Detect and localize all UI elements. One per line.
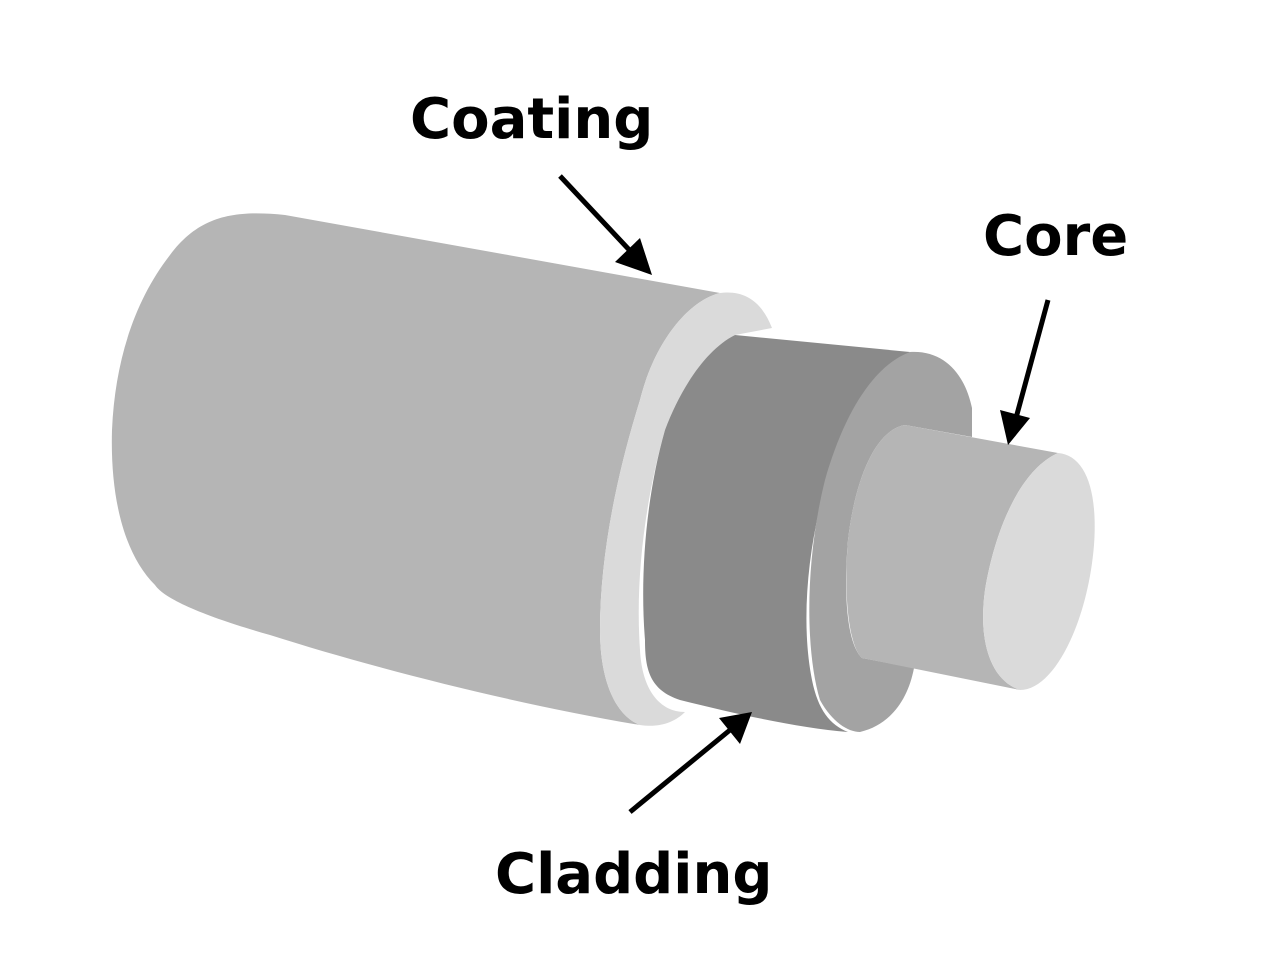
coating-layer <box>111 213 772 726</box>
core-layer <box>846 425 1095 690</box>
core-body <box>846 425 1058 690</box>
cladding-arrow <box>628 712 752 814</box>
cladding-layer <box>643 335 972 732</box>
cladding-face <box>809 351 972 732</box>
core-label: Core <box>983 204 1128 269</box>
cladding-label: Cladding <box>495 842 772 907</box>
coating-arrow <box>558 174 652 275</box>
coating-rim <box>600 292 772 726</box>
core-arrow <box>1000 299 1051 445</box>
coating-label: Coating <box>410 87 653 152</box>
coating-body <box>111 213 720 725</box>
core-face <box>983 453 1095 690</box>
